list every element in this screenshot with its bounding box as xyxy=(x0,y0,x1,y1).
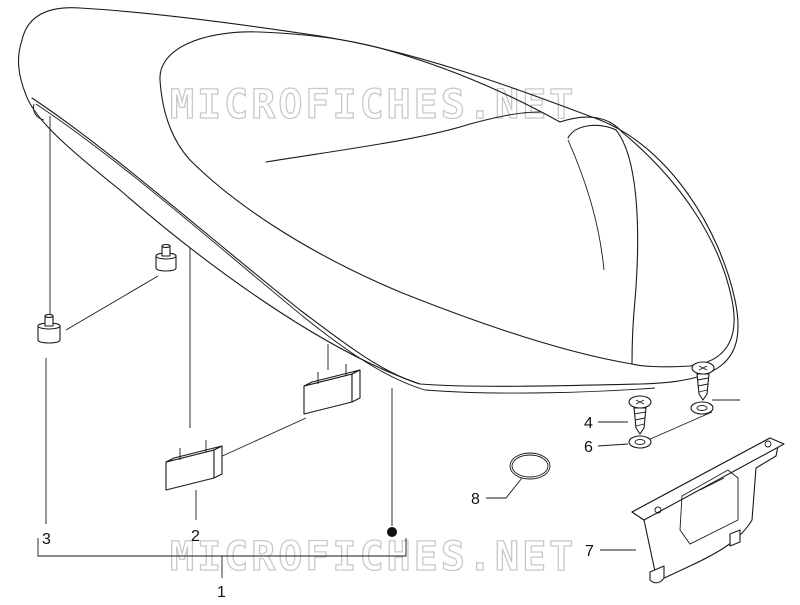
seat-pan-trim-inner xyxy=(35,103,656,394)
seat-pan-trim xyxy=(31,97,421,385)
o-ring-8-inner xyxy=(511,454,549,478)
seat-cushion-outline xyxy=(159,31,735,368)
assembly-bracket-1 xyxy=(37,527,407,578)
seat-shell-outline xyxy=(17,7,739,387)
label-part-4: 4 xyxy=(584,415,593,432)
spacer-block-2b xyxy=(165,440,223,491)
seat-rear-seam xyxy=(567,139,605,271)
reference-dot xyxy=(387,527,397,537)
label-part-3: 3 xyxy=(42,531,51,548)
label-part-6: 6 xyxy=(584,439,593,456)
o-ring-8 xyxy=(509,452,551,480)
label-part-7: 7 xyxy=(585,543,594,560)
screw-4b xyxy=(691,361,715,401)
label-part-2: 2 xyxy=(191,528,200,545)
watermark-bottom: MICROFICHES.NET xyxy=(170,534,576,580)
spacer-block-2a xyxy=(303,364,361,415)
rubber-bumper-3a xyxy=(155,243,177,272)
label-part-1: 1 xyxy=(217,584,226,600)
seat-crease xyxy=(265,111,541,163)
rubber-bumper-3b xyxy=(37,313,61,344)
seat xyxy=(17,7,739,394)
screw-4a xyxy=(628,395,652,435)
mounting-plate-7 xyxy=(631,437,785,584)
watermark-top: MICROFICHES.NET xyxy=(170,82,576,128)
leader-lines xyxy=(45,116,740,526)
seat-pan-edge xyxy=(33,103,45,121)
washer-6b xyxy=(690,401,714,415)
washer-6a xyxy=(628,435,652,449)
label-part-8: 8 xyxy=(471,491,480,508)
callouts: 3 2 1 4 6 8 7 xyxy=(42,415,636,601)
seat-rear-hump xyxy=(567,124,639,365)
